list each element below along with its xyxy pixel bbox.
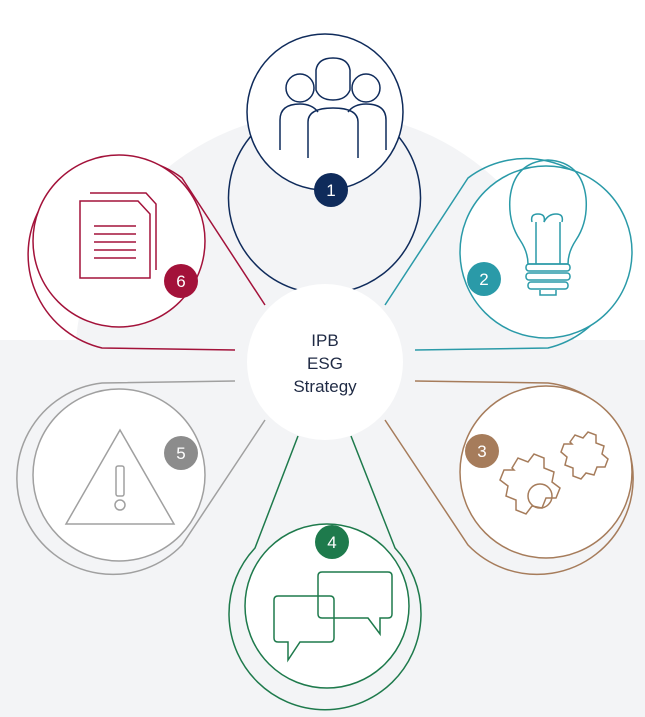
center-hub: IPB ESG Strategy bbox=[247, 284, 403, 440]
petal-5-inner-ring bbox=[32, 388, 206, 562]
petal-6-inner-ring bbox=[32, 154, 206, 328]
petal-4-inner-ring bbox=[244, 523, 410, 689]
petal-3-inner-ring bbox=[459, 385, 633, 559]
chat-bubbles-icon bbox=[273, 571, 393, 663]
gears-icon bbox=[499, 431, 609, 515]
petal-6[interactable]: 6 bbox=[27, 154, 266, 351]
badge-2-label: 2 bbox=[479, 270, 488, 289]
petal-5[interactable]: 5 bbox=[16, 380, 266, 576]
center-circle bbox=[247, 284, 403, 440]
petal-1-inner-ring bbox=[246, 33, 404, 191]
lightbulb-icon bbox=[508, 159, 588, 296]
badge-6-label: 6 bbox=[176, 272, 185, 291]
badge-4-label: 4 bbox=[327, 533, 336, 552]
petal-2[interactable]: 2 bbox=[384, 157, 633, 351]
petal-5-outline bbox=[16, 380, 266, 576]
center-label-line-3: Strategy bbox=[293, 377, 357, 396]
badge-3 bbox=[465, 434, 499, 468]
warning-icon bbox=[64, 428, 176, 525]
center-label-line-1: IPB bbox=[311, 331, 338, 350]
badge-2 bbox=[467, 262, 501, 296]
badge-4 bbox=[315, 525, 349, 559]
people-icon bbox=[279, 57, 387, 158]
badge-3-label: 3 bbox=[477, 442, 486, 461]
badge-5-label: 5 bbox=[176, 444, 185, 463]
badge-6 bbox=[164, 264, 198, 298]
documents-icon bbox=[79, 192, 157, 279]
petal-2-inner-ring bbox=[459, 165, 633, 339]
badge-1-label: 1 bbox=[326, 181, 335, 200]
petal-4[interactable]: 4 bbox=[228, 435, 422, 711]
badge-1 bbox=[314, 173, 348, 207]
petal-1[interactable]: 1 bbox=[227, 33, 422, 291]
center-label-line-2: ESG bbox=[307, 354, 343, 373]
petal-4-outline bbox=[228, 435, 422, 711]
petal-3[interactable]: 3 bbox=[384, 380, 634, 576]
badge-5 bbox=[164, 436, 198, 470]
